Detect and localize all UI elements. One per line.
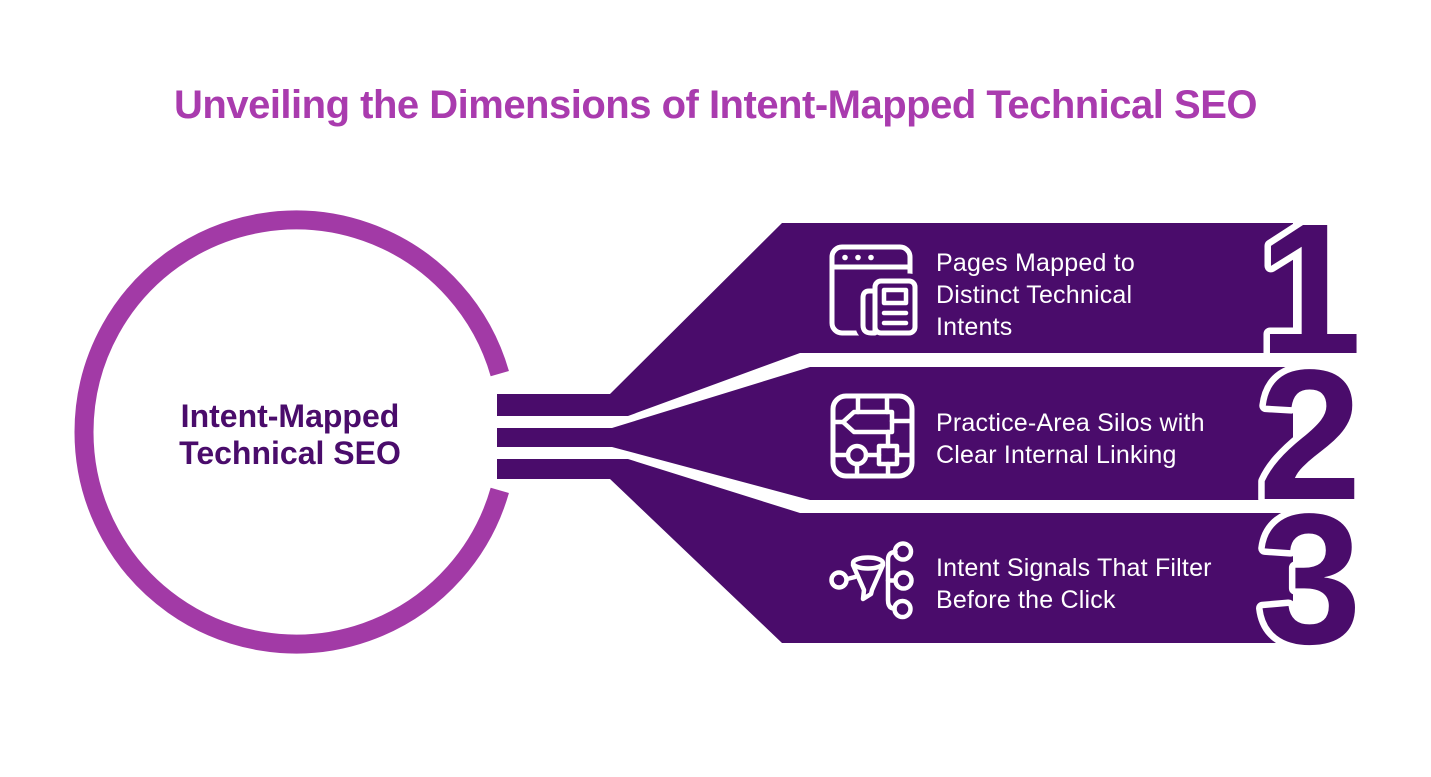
step-3-number: 3	[1258, 476, 1361, 683]
center-label-line-1: Intent-Mapped	[180, 398, 400, 434]
step-2-number: 2	[1258, 332, 1361, 539]
infographic-title: Unveiling the Dimensions of Intent-Mappe…	[174, 83, 1258, 127]
sitemap-silos-icon	[830, 393, 915, 479]
center-circle-ring	[74, 210, 509, 654]
step-2-caption: Practice-Area Silos with Clear Internal …	[936, 407, 1205, 471]
step-1-caption: Pages Mapped to Distinct Technical Inten…	[936, 247, 1135, 343]
step-2-caption-line-2: Clear Internal Linking	[936, 441, 1177, 469]
step-1-caption-line-1: Pages Mapped to	[936, 249, 1135, 277]
step-1-number: 1	[1258, 186, 1361, 393]
step-1-caption-line-3: Intents	[936, 313, 1013, 341]
browser-pages-icon	[829, 244, 923, 341]
step-2-caption-line-1: Practice-Area Silos with	[936, 409, 1205, 437]
step-2-ribbon	[497, 367, 1293, 500]
step-3-caption-line-1: Intent Signals That Filter	[936, 554, 1212, 582]
center-label-line-2: Technical SEO	[179, 435, 401, 471]
step-1-caption-line-2: Distinct Technical	[936, 281, 1133, 309]
step-3-caption: Intent Signals That Filter Before the Cl…	[936, 552, 1212, 616]
step-3-caption-line-2: Before the Click	[936, 586, 1116, 614]
intent-filter-funnel-icon	[829, 541, 914, 620]
center-circle-label: Intent-Mapped Technical SEO	[140, 398, 440, 472]
